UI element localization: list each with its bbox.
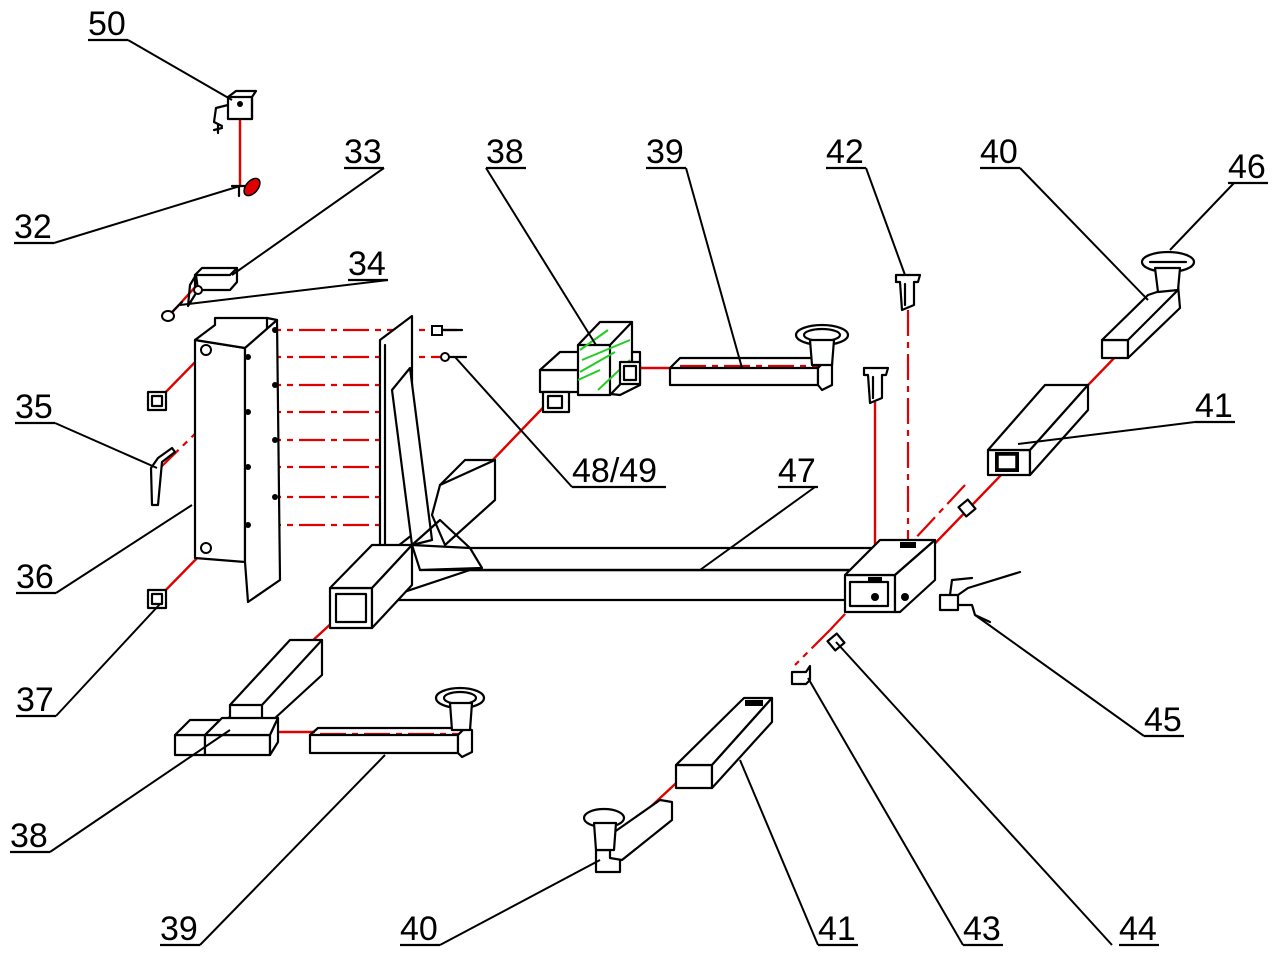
label-36: 36 <box>16 558 56 596</box>
part-41-bottom-tube <box>674 696 774 790</box>
svg-text:42: 42 <box>826 133 864 171</box>
label-45: 45 <box>1144 701 1184 739</box>
svg-text:36: 36 <box>16 558 54 596</box>
label-38-bottom: 38 <box>10 817 50 855</box>
label-43: 43 <box>963 910 1003 948</box>
part-35-handle <box>149 446 177 507</box>
part-33-bracket <box>186 266 239 308</box>
label-42: 42 <box>826 133 866 171</box>
label-39-bottom: 39 <box>160 910 200 948</box>
second-pin <box>862 366 890 405</box>
part-42-pin <box>894 273 922 312</box>
label-40-top: 40 <box>980 133 1020 171</box>
svg-text:38: 38 <box>486 133 524 171</box>
svg-text:40: 40 <box>980 133 1018 171</box>
label-47: 47 <box>778 452 818 490</box>
svg-text:37: 37 <box>16 681 54 719</box>
part-39-bottom-arm <box>308 686 486 759</box>
label-32: 32 <box>14 208 54 246</box>
label-41-right: 41 <box>1195 387 1235 425</box>
svg-text:38: 38 <box>10 817 48 855</box>
label-41-bottom: 41 <box>818 910 858 948</box>
label-38-top: 38 <box>486 133 526 171</box>
svg-text:45: 45 <box>1144 701 1182 739</box>
corner-block <box>843 538 937 614</box>
svg-text:39: 39 <box>160 910 198 948</box>
part-50-clamp <box>212 89 258 135</box>
svg-text:43: 43 <box>963 910 1001 948</box>
label-39-top: 39 <box>646 133 686 171</box>
svg-text:44: 44 <box>1119 910 1157 948</box>
part-38-bottom-sleeve <box>173 638 324 757</box>
callout-labels: 50 32 33 34 35 36 37 38 <box>10 5 1268 948</box>
svg-text:46: 46 <box>1228 148 1266 186</box>
part-41-right-tube <box>986 383 1090 477</box>
svg-text:32: 32 <box>14 208 52 246</box>
part-34-bolt <box>161 300 184 322</box>
label-44: 44 <box>1119 910 1159 948</box>
label-37: 37 <box>16 681 56 719</box>
label-33: 33 <box>344 133 384 171</box>
part-48-49-bolts <box>431 325 468 362</box>
svg-text:34: 34 <box>348 245 386 283</box>
svg-text:33: 33 <box>344 133 382 171</box>
part-47-main-frame <box>328 314 882 630</box>
svg-text:40: 40 <box>400 910 438 948</box>
part-45-lever <box>938 570 1022 624</box>
label-35: 35 <box>15 388 55 426</box>
part-43-nut <box>790 664 812 686</box>
part-40-top-arm <box>1100 250 1196 360</box>
svg-text:41: 41 <box>818 910 856 948</box>
svg-text:50: 50 <box>88 5 126 43</box>
leader-lines <box>49 39 1235 946</box>
svg-text:41: 41 <box>1195 387 1233 425</box>
plate-holes <box>245 327 278 528</box>
svg-text:47: 47 <box>778 452 816 490</box>
svg-text:39: 39 <box>646 133 684 171</box>
label-40-bottom: 40 <box>400 910 440 948</box>
part-38-top-sleeve <box>538 320 642 414</box>
part-40-bottom-arm <box>582 798 674 874</box>
part-39-top-arm <box>668 323 850 392</box>
label-46: 46 <box>1228 148 1268 186</box>
label-34: 34 <box>348 245 388 283</box>
part-36-mounting-plate <box>193 316 282 604</box>
label-48-49: 48/49 <box>572 452 666 490</box>
svg-text:48/49: 48/49 <box>572 452 657 490</box>
label-50: 50 <box>88 5 128 43</box>
svg-text:35: 35 <box>15 388 53 426</box>
